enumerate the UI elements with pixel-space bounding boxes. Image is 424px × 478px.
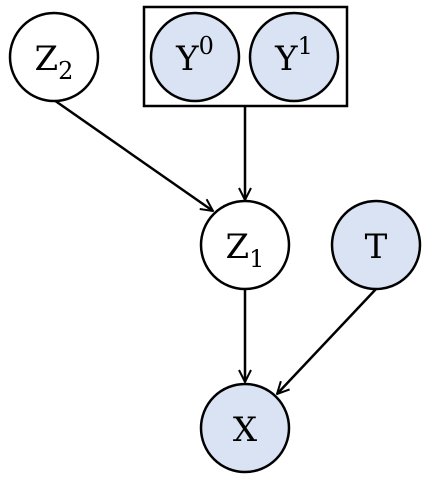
node-x-label: X [233,410,258,450]
node-t-circle [330,199,422,291]
node-t-label: T [365,227,388,267]
node-x: X [199,382,291,474]
node-z1-label: Z1 [226,227,265,273]
edge-z2-to-z1 [53,98,213,211]
node-y1: Y1 [248,11,340,103]
node-y0-label: Y0 [175,32,214,79]
node-y1-label: Y1 [274,32,313,79]
node-z2-circle [8,11,100,103]
node-z1-circle [199,199,291,291]
node-x-circle [199,382,291,474]
node-z2: Z2 [8,11,100,103]
node-z1: Z1 [199,199,291,291]
node-y0: Y0 [149,11,241,103]
edge-t-to-x [277,288,377,394]
node-y1-circle [248,11,340,103]
node-z2-label: Z2 [35,39,74,85]
node-t: T [330,199,422,291]
node-y0-circle [149,11,241,103]
